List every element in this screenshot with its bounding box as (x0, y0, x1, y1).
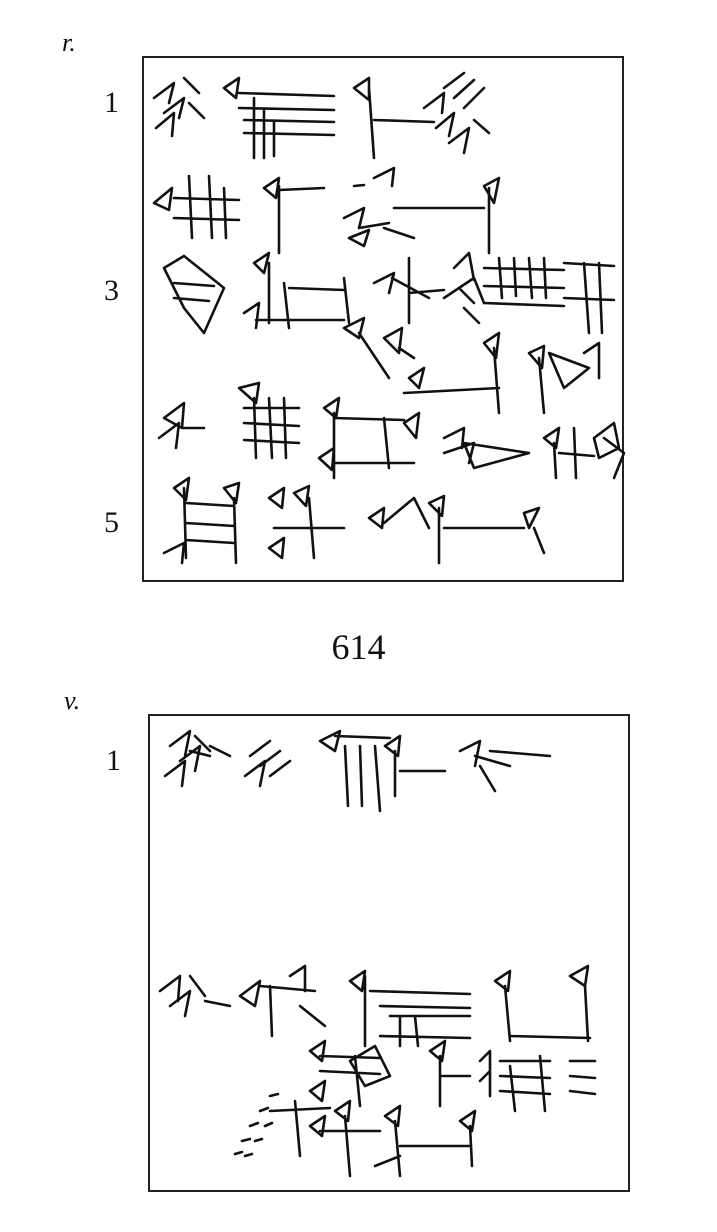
obverse-side-label: r. (62, 28, 76, 57)
obverse-tablet-drawing (142, 56, 626, 582)
obverse-line-number-5: 5 (104, 506, 119, 539)
obverse-cuneiform-signs (152, 71, 626, 565)
tablet-number: 614 (331, 627, 386, 667)
reverse-side-label: v. (64, 686, 81, 715)
reverse-line-number-1: 1 (106, 744, 121, 777)
reverse-cuneiform-signs (158, 729, 597, 1178)
obverse-line-number-3: 3 (104, 274, 119, 307)
reverse-tablet-drawing (148, 714, 630, 1192)
obverse-line-number-1: 1 (104, 86, 119, 119)
